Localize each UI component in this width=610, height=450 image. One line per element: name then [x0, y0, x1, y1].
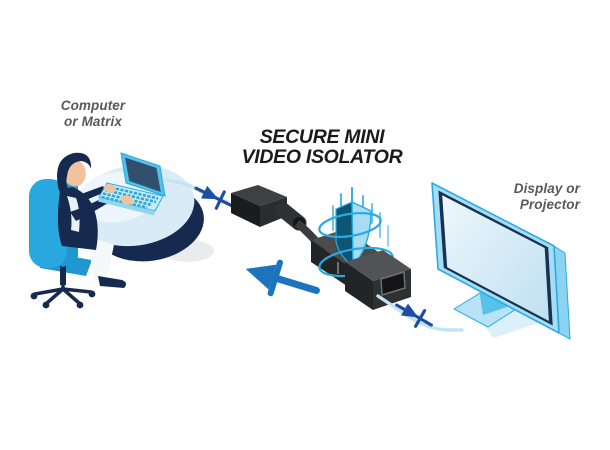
person-arm — [70, 197, 108, 221]
person-figure — [57, 152, 127, 288]
destination-cable — [376, 294, 464, 332]
source-label-line2: or Matrix — [64, 113, 122, 129]
source-label: Computer or Matrix — [38, 98, 148, 130]
output-port-block — [345, 250, 411, 310]
video-isolator-device — [231, 185, 411, 310]
destination-label-line1: Display or — [513, 181, 580, 196]
chair-back — [29, 179, 67, 268]
person-hand-right — [120, 195, 134, 205]
diagram-title-line1: SECURE MINI — [259, 126, 385, 148]
chair-star-base — [33, 276, 93, 305]
diagram-title-line2: VIDEO ISOLATOR — [241, 146, 403, 169]
laptop-front-edge — [98, 197, 155, 216]
chair-wheels — [30, 290, 96, 309]
dvi-connector — [231, 185, 307, 231]
diagram-title: SECURE MINI VIDEO ISOLATOR — [229, 127, 415, 168]
monitor-screen — [442, 195, 549, 321]
destination-label-line2: Projector — [519, 196, 580, 212]
monitor-illustration — [431, 182, 571, 340]
laptop-display — [125, 157, 161, 192]
source-label-line1: Computer — [60, 98, 126, 113]
person-hair — [57, 152, 92, 191]
blocked-signal-arrow-icon — [245, 259, 320, 297]
output-port-slot — [380, 271, 406, 296]
destination-label: Display or Projector — [468, 181, 580, 213]
person-arm-far — [76, 186, 106, 203]
laptop-icon — [98, 152, 166, 216]
person-hand-left — [104, 184, 116, 193]
computer-user-illustration — [29, 152, 214, 309]
person-shoe — [98, 276, 127, 288]
protection-ring-upper — [318, 212, 382, 238]
